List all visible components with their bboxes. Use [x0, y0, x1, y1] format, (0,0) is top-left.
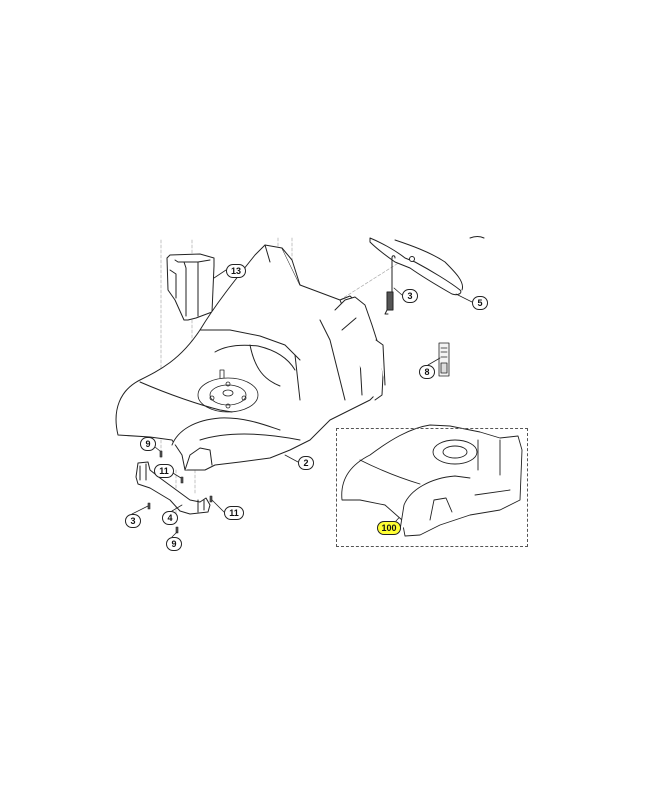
callout-9-lower[interactable]: 9: [166, 537, 182, 551]
part-3-spring: [384, 255, 396, 315]
callout-8[interactable]: 8: [419, 365, 435, 379]
callout-3-spring[interactable]: 3: [402, 289, 418, 303]
callout-11-lower[interactable]: 11: [224, 506, 244, 520]
callout-13[interactable]: 13: [226, 264, 246, 278]
part-2-deck: [115, 244, 381, 471]
callout-2[interactable]: 2: [298, 456, 314, 470]
inset-deck-drawing: [341, 424, 523, 537]
callout-9-upper[interactable]: 9: [140, 437, 156, 451]
callout-5[interactable]: 5: [472, 296, 488, 310]
callout-3-screw[interactable]: 3: [125, 514, 141, 528]
part-8-decal: [438, 342, 450, 377]
callout-100-highlighted[interactable]: 100: [377, 521, 401, 535]
screws: [147, 450, 213, 534]
blade-hub: [197, 369, 259, 413]
assembly-100-inset-frame: [336, 428, 528, 547]
callout-4[interactable]: 4: [162, 511, 178, 525]
callout-11-upper[interactable]: 11: [154, 464, 174, 478]
rear-handle-mount: [334, 296, 386, 401]
part-13-holder: [166, 253, 215, 321]
part-5-flap: [369, 236, 485, 296]
